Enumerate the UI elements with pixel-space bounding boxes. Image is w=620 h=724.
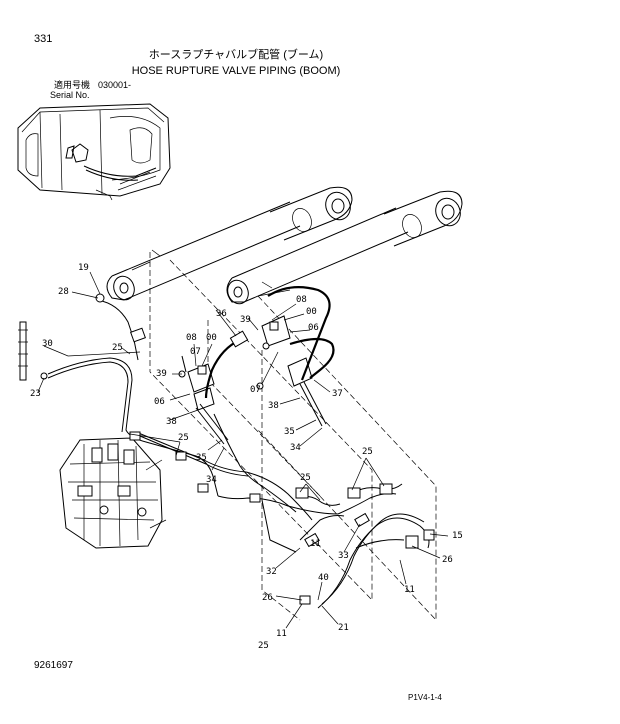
callout-25-b: 25 bbox=[178, 433, 189, 443]
callout-38-a: 38 bbox=[166, 417, 177, 427]
callout-21: 21 bbox=[338, 623, 349, 633]
callout-00-a: 00 bbox=[206, 333, 217, 343]
callout-33: 33 bbox=[338, 551, 349, 561]
page-code: P1V4-1-4 bbox=[408, 693, 442, 702]
callout-39-a: 39 bbox=[156, 369, 167, 379]
hose-rupture-valve-left bbox=[181, 355, 229, 445]
callout-07-a: 07 bbox=[190, 347, 201, 357]
document-number: 9261697 bbox=[34, 660, 73, 671]
callout-26-a: 26 bbox=[442, 555, 453, 565]
hose-36 bbox=[204, 338, 241, 399]
hose-37 bbox=[267, 285, 331, 381]
serial-label-jp: 適用号機 bbox=[54, 79, 90, 90]
callout-19: 19 bbox=[78, 263, 89, 273]
dashed-frame-left bbox=[149, 252, 373, 601]
callout-35-a: 35 bbox=[196, 453, 207, 463]
callout-34-a: 34 bbox=[206, 475, 217, 485]
callout-06-a: 06 bbox=[154, 397, 165, 407]
hose-37-loop bbox=[289, 337, 335, 379]
boom-cylinder-right bbox=[226, 190, 463, 305]
machine-overview-thumbnail bbox=[17, 103, 171, 201]
serial-label-en: Serial No. bbox=[50, 90, 90, 100]
boom-cylinder-left bbox=[106, 186, 353, 301]
callout-11-b: 11 bbox=[310, 539, 321, 549]
callout-06-b: 06 bbox=[308, 323, 319, 333]
callout-26-b: 26 bbox=[262, 593, 273, 603]
callout-25-d: 25 bbox=[362, 447, 373, 457]
callouts: 19 28 30 23 25 08 00 07 36 39 06 38 35 3… bbox=[30, 263, 463, 651]
callout-25-c: 25 bbox=[300, 473, 311, 483]
callout-11-a: 11 bbox=[404, 585, 415, 595]
callout-30: 30 bbox=[42, 339, 53, 349]
dashed-frame-right bbox=[257, 295, 437, 621]
callout-34-b: 34 bbox=[290, 443, 301, 453]
callout-32: 32 bbox=[266, 567, 277, 577]
callout-28: 28 bbox=[58, 287, 69, 297]
title-japanese: ホースラプチャバルブ配管 (ブーム) bbox=[149, 47, 323, 61]
callout-35-b: 35 bbox=[284, 427, 295, 437]
callout-36: 36 bbox=[216, 309, 227, 319]
serial-value: 030001- bbox=[98, 80, 131, 90]
callout-15: 15 bbox=[452, 531, 463, 541]
control-valve-block bbox=[59, 437, 167, 549]
callout-23: 23 bbox=[30, 389, 41, 399]
page-number: 331 bbox=[34, 33, 52, 45]
callout-37: 37 bbox=[332, 389, 343, 399]
hose-rupture-valve-right bbox=[261, 315, 327, 427]
callout-25-e: 25 bbox=[258, 641, 269, 651]
callout-07-b: 07 bbox=[250, 385, 261, 395]
bracket-plate bbox=[18, 321, 28, 381]
callout-40: 40 bbox=[318, 573, 329, 583]
callout-38-b: 38 bbox=[268, 401, 279, 411]
leader-lines bbox=[37, 271, 449, 629]
callout-08-a: 08 bbox=[186, 333, 197, 343]
title-english: HOSE RUPTURE VALVE PIPING (BOOM) bbox=[132, 65, 341, 77]
dashed-leader-b bbox=[261, 350, 301, 621]
callout-11-c: 11 bbox=[276, 629, 287, 639]
callout-00-b: 00 bbox=[306, 307, 317, 317]
callout-08-b: 08 bbox=[296, 295, 307, 305]
callout-39-b: 39 bbox=[240, 315, 251, 325]
callout-25-a: 25 bbox=[112, 343, 123, 353]
